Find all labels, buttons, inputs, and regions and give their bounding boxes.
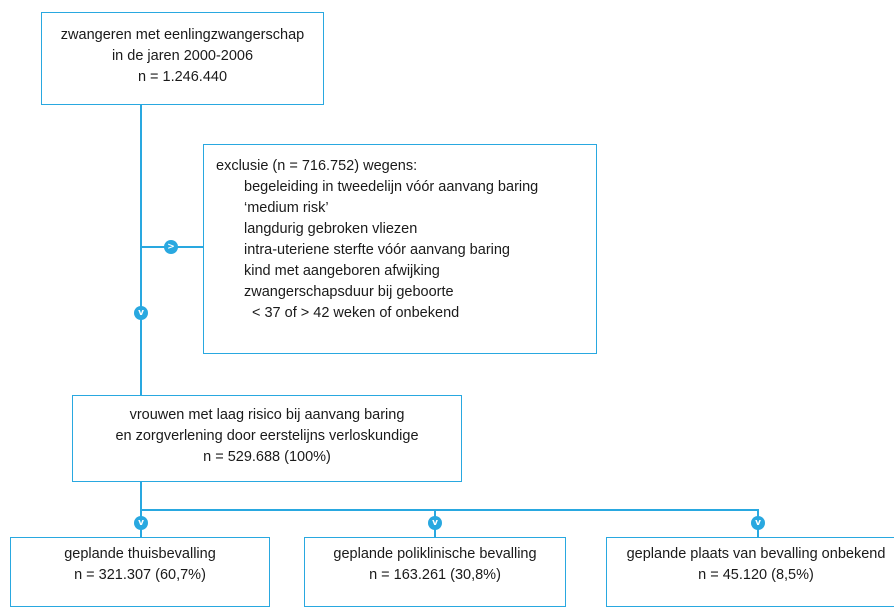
exclusion-reason: zwangerschapsduur bij geboorte xyxy=(244,284,454,300)
bottom-box-title: geplande poliklinische bevalling xyxy=(333,546,537,562)
middle-box-line-1: vrouwen met laag risico bij aanvang bari… xyxy=(129,407,405,423)
bottom-box-count: n = 45.120 (8,5%) xyxy=(698,567,814,583)
connector-horizontal-split xyxy=(140,509,758,511)
chevron-down-icon: v xyxy=(751,516,765,530)
top-box-line-1: zwangeren met eenlingzwangerschap xyxy=(60,27,305,43)
bottom-box-title: geplande thuisbevalling xyxy=(64,546,216,562)
bottom-box-count: n = 163.261 (30,8%) xyxy=(369,567,501,583)
middle-box-line-2: en zorgverlening door eerstelijns verlos… xyxy=(115,428,419,444)
exclusion-reason: intra-uteriene sterfte vóór aanvang bari… xyxy=(244,242,510,258)
top-box-line-2: in de jaren 2000-2006 xyxy=(111,48,254,64)
bottom-box-home-birth: geplande thuisbevalling n = 321.307 (60,… xyxy=(10,537,270,607)
exclusion-reason: kind met aangeboren afwijking xyxy=(244,263,440,279)
top-box-count: n = 1.246.440 xyxy=(137,69,228,85)
bottom-box-title: geplande plaats van bevalling onbekend xyxy=(626,546,886,562)
chevron-right-icon: > xyxy=(164,240,178,254)
chevron-down-icon: v xyxy=(134,516,148,530)
exclusion-reason: langdurig gebroken vliezen xyxy=(244,221,418,237)
chevron-down-icon: v xyxy=(428,516,442,530)
bottom-box-unknown-location: geplande plaats van bevalling onbekend n… xyxy=(606,537,894,607)
bottom-box-polyclinic-birth: geplande poliklinische bevalling n = 163… xyxy=(304,537,566,607)
exclusion-reason: begeleiding in tweedelijn vóór aanvang b… xyxy=(244,179,539,195)
connector-top-to-middle xyxy=(140,105,142,395)
top-box-pregnancies: zwangeren met eenlingzwangerschap in de … xyxy=(41,12,324,105)
bottom-box-count: n = 321.307 (60,7%) xyxy=(74,567,206,583)
middle-box-count: n = 529.688 (100%) xyxy=(203,449,331,465)
exclusion-heading: exclusie (n = 716.752) wegens: xyxy=(216,158,418,174)
exclusion-reason: ‘medium risk’ xyxy=(244,200,329,216)
middle-box-low-risk: vrouwen met laag risico bij aanvang bari… xyxy=(72,395,462,482)
chevron-down-icon: v xyxy=(134,306,148,320)
connector-middle-down xyxy=(140,482,142,510)
exclusion-reason-continuation: < 37 of > 42 weken of onbekend xyxy=(252,305,460,321)
exclusion-box: exclusie (n = 716.752) wegens: begeleidi… xyxy=(203,144,597,354)
